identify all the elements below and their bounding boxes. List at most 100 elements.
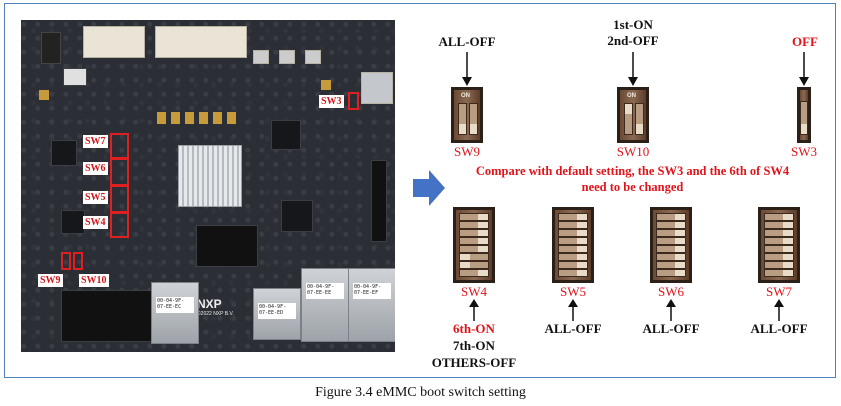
sw7-slot-5 bbox=[764, 245, 794, 253]
sw3-highlight bbox=[348, 92, 359, 110]
sw7-slot-8 bbox=[764, 269, 794, 277]
sw6-slot-7 bbox=[656, 261, 686, 269]
sw5-slot-1 bbox=[558, 213, 588, 221]
chip-1 bbox=[63, 68, 87, 86]
connector-header-1 bbox=[83, 26, 145, 58]
eth-label-2: 00-04-9F-07-EE-ED bbox=[258, 303, 296, 319]
eth-port-3: 00-04-9F-07-EE-EE bbox=[301, 268, 349, 342]
board-label-sw3: SW3 bbox=[319, 95, 344, 108]
sw5-slot-3 bbox=[558, 229, 588, 237]
sw5-slot-5 bbox=[558, 245, 588, 253]
sw6-slot-1 bbox=[656, 213, 686, 221]
sw5-photo bbox=[552, 207, 594, 283]
sw7-slot-1 bbox=[764, 213, 794, 221]
sw10-slot-2 bbox=[635, 103, 644, 135]
sw5-name: SW5 bbox=[560, 284, 586, 299]
sw10-name: SW10 bbox=[616, 144, 650, 159]
sw4-slot-5 bbox=[459, 245, 489, 253]
board-label-sw6: SW6 bbox=[83, 162, 108, 175]
sw4-slot-6 bbox=[459, 253, 489, 261]
connector-bottom-left bbox=[61, 290, 153, 342]
sw10-slot-1 bbox=[624, 103, 633, 135]
sw9-highlight bbox=[61, 252, 71, 270]
eth-port-2: 00-04-9F-07-EE-ED bbox=[253, 288, 301, 340]
change-note: Compare with default setting, the SW3 an… bbox=[475, 164, 790, 194]
sw7-slot-6 bbox=[764, 253, 794, 261]
sw6-photo bbox=[650, 207, 692, 283]
board-label-sw7: SW7 bbox=[83, 135, 108, 148]
heatsink bbox=[178, 145, 242, 207]
sw6-state: ALL-OFF bbox=[642, 321, 700, 336]
inductor-row-2 bbox=[171, 112, 180, 124]
sw6-slot-5 bbox=[656, 245, 686, 253]
eth-label-4: 00-04-9F-07-EE-EF bbox=[353, 283, 391, 299]
eth-label-1: 00-04-9F-07-EE-EC bbox=[156, 297, 194, 313]
sw6-slot-8 bbox=[656, 269, 686, 277]
sw4-slot-1 bbox=[459, 213, 489, 221]
connector-header-2 bbox=[155, 26, 247, 58]
sw6-slot-2 bbox=[656, 221, 686, 229]
sw7-highlight bbox=[110, 133, 129, 159]
sw6-slot-4 bbox=[656, 237, 686, 245]
sd-slot bbox=[361, 72, 393, 104]
sw3-state: OFF bbox=[792, 34, 818, 49]
sw3-photo bbox=[797, 87, 811, 143]
sw4-slot-4 bbox=[459, 237, 489, 245]
sw7-state: ALL-OFF bbox=[750, 321, 808, 336]
sw9-photo: ON bbox=[451, 87, 483, 143]
sw4-state-line2: 7th-ON bbox=[453, 338, 495, 353]
sw10-highlight bbox=[73, 252, 83, 270]
sw10-state-line1: 1st-ON bbox=[613, 17, 653, 32]
sw5-highlight bbox=[110, 185, 129, 213]
board-label-sw4: SW4 bbox=[83, 216, 108, 229]
sw3-name: SW3 bbox=[791, 144, 817, 159]
inductor-row-6 bbox=[227, 112, 236, 124]
eth-label-3: 00-04-9F-07-EE-EE bbox=[306, 283, 344, 299]
pcie-slot bbox=[371, 160, 387, 242]
sw5-slot-6 bbox=[558, 253, 588, 261]
sw4-name: SW4 bbox=[461, 284, 487, 299]
sw4-slot-2 bbox=[459, 221, 489, 229]
inductor-row-3 bbox=[185, 112, 194, 124]
sw7-photo bbox=[758, 207, 800, 283]
inductor-row-1 bbox=[157, 112, 166, 124]
sw6-name: SW6 bbox=[658, 284, 684, 299]
sw4-state-line1: 6th-ON bbox=[453, 321, 495, 336]
sw6-slot-3 bbox=[656, 229, 686, 237]
sw7-slot-4 bbox=[764, 237, 794, 245]
board-label-sw9: SW9 bbox=[38, 274, 63, 287]
down-arrow-icon-sw9 bbox=[462, 52, 472, 86]
sw5-slot-8 bbox=[558, 269, 588, 277]
sw3-slot-1 bbox=[800, 101, 808, 135]
inductor-row-5 bbox=[213, 112, 222, 124]
sw4-highlight bbox=[110, 212, 129, 238]
connector-usb-3 bbox=[305, 50, 321, 64]
right-arrow-icon bbox=[413, 170, 445, 206]
sw6-highlight bbox=[110, 158, 129, 186]
sw5-state: ALL-OFF bbox=[544, 321, 602, 336]
sw9-state: ALL-OFF bbox=[438, 34, 496, 49]
sw4-slot-8 bbox=[459, 269, 489, 277]
figure-caption: Figure 3.4 eMMC boot switch setting bbox=[315, 385, 526, 400]
cap-1 bbox=[39, 90, 49, 100]
sw5-slot-7 bbox=[558, 261, 588, 269]
sw4-slot-7 bbox=[459, 261, 489, 269]
chip-5 bbox=[61, 210, 85, 234]
down-arrow-icon-sw3 bbox=[799, 52, 809, 86]
eth-port-1: 00-04-9F-07-EE-EC bbox=[151, 282, 199, 344]
sw5-slot-4 bbox=[558, 237, 588, 245]
sw9-slot-2 bbox=[469, 103, 478, 135]
sw9-name: SW9 bbox=[454, 144, 480, 159]
sw7-name: SW7 bbox=[766, 284, 792, 299]
m2-slot bbox=[196, 225, 258, 267]
connector-usb-1 bbox=[253, 50, 269, 64]
chip-4 bbox=[281, 200, 313, 232]
up-arrow-icon-sw4 bbox=[469, 299, 479, 321]
up-arrow-icon-sw7 bbox=[774, 299, 784, 321]
sw4-slot-3 bbox=[459, 229, 489, 237]
sw10-photo: ON bbox=[617, 87, 649, 143]
sw4-state-line3: OTHERS-OFF bbox=[431, 355, 517, 370]
sw7-slot-2 bbox=[764, 221, 794, 229]
board-label-sw10: SW10 bbox=[79, 274, 109, 287]
sw6-slot-6 bbox=[656, 253, 686, 261]
